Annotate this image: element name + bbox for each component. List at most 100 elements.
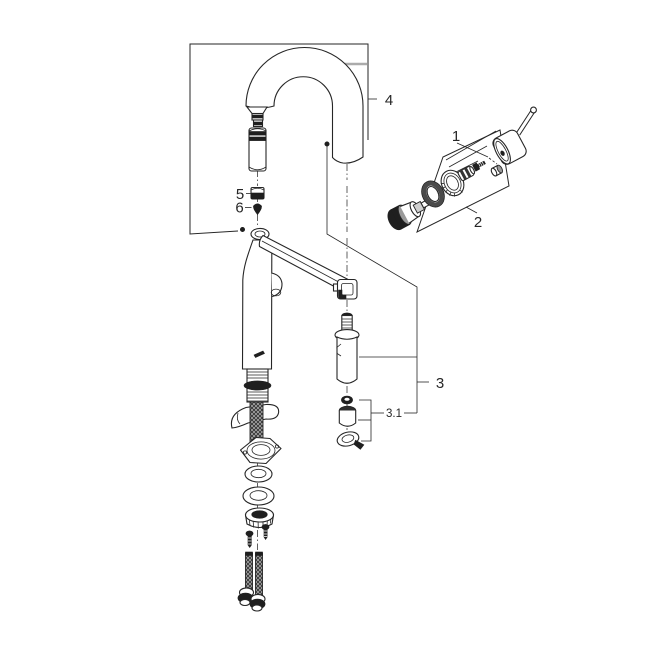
base-flange bbox=[239, 436, 282, 465]
washer-2 bbox=[242, 486, 275, 506]
handle-assembly bbox=[387, 106, 537, 231]
leader-dot-body bbox=[240, 227, 246, 233]
adapter-end bbox=[469, 166, 476, 175]
washer-1-inner bbox=[250, 468, 267, 479]
washer-2-outer bbox=[242, 486, 275, 506]
mounting-bracket-detail bbox=[236, 412, 241, 425]
callout-label-2: 2 bbox=[474, 214, 482, 231]
fixing-screw-right bbox=[261, 524, 270, 541]
supply-hose-right-cap bbox=[255, 551, 263, 556]
ribbed-ring-hole bbox=[446, 175, 459, 191]
mousseur-top-curve bbox=[250, 187, 265, 191]
ribbed-ring bbox=[440, 169, 465, 197]
callout-label-4: 4 bbox=[385, 92, 393, 109]
callout-bracket-3 bbox=[326, 146, 418, 413]
arm-highlight bbox=[261, 240, 349, 288]
spray-head bbox=[248, 127, 267, 172]
dome-cap-ring bbox=[421, 180, 445, 208]
spray-head-oring-2 bbox=[249, 136, 267, 141]
clip-31-inner bbox=[341, 434, 355, 443]
screw-left-threads bbox=[248, 537, 252, 545]
side-port-opening bbox=[270, 288, 282, 297]
washer-2-inner bbox=[249, 490, 268, 501]
lever-tip bbox=[530, 106, 537, 114]
handle-screw bbox=[472, 160, 486, 172]
spout-tube bbox=[245, 47, 364, 164]
washer-1-outer bbox=[244, 465, 273, 483]
dome-cap-hole bbox=[426, 185, 440, 203]
supply-hose-left-braid bbox=[245, 552, 253, 592]
clip-31 bbox=[336, 431, 365, 450]
nut-ribs bbox=[248, 515, 272, 529]
small-parts-5-6 bbox=[250, 186, 265, 215]
flange-notch-left bbox=[242, 450, 247, 455]
nozzle-oring bbox=[252, 114, 263, 119]
stop-ring bbox=[490, 164, 503, 177]
logo-mark bbox=[253, 350, 265, 358]
callout-label-1: 1 bbox=[452, 128, 460, 145]
callout-label-3: 3 bbox=[436, 375, 444, 392]
adapter bbox=[457, 165, 476, 182]
callout-bracket-31 bbox=[359, 399, 372, 442]
spout-outlet-taper bbox=[245, 106, 268, 115]
arm-end-clip bbox=[332, 278, 358, 300]
handle-screw-threads bbox=[478, 161, 484, 167]
clip-31-outer bbox=[336, 431, 360, 447]
callout-fan-1b bbox=[448, 145, 488, 168]
spout-assembly bbox=[245, 47, 364, 172]
handle-body bbox=[492, 129, 527, 165]
handle-face-inner bbox=[495, 140, 509, 162]
hose-weight-assembly bbox=[334, 312, 365, 450]
ribbed-ring-ribs bbox=[440, 183, 463, 197]
supply-hose-right-fitting-end bbox=[251, 604, 263, 612]
handle-dot bbox=[500, 150, 505, 156]
leader-dot-spout bbox=[324, 141, 330, 147]
weight-tip-threads bbox=[342, 318, 352, 332]
clip-notch bbox=[338, 289, 347, 299]
washer-1 bbox=[244, 465, 273, 483]
callout-fan-1a bbox=[445, 130, 497, 161]
supply-hose-left-cap bbox=[245, 551, 253, 556]
spray-head-top-curve bbox=[248, 128, 267, 132]
flange-hole bbox=[251, 444, 271, 456]
part-6-check-valve bbox=[253, 203, 262, 215]
side-port bbox=[271, 272, 283, 298]
screw-left-shaft bbox=[247, 535, 252, 549]
clip-inner bbox=[341, 283, 354, 296]
shank-oring bbox=[243, 380, 272, 391]
flange-ring bbox=[246, 441, 276, 460]
part-5-mousseur bbox=[250, 186, 265, 200]
supply-hose-left bbox=[237, 551, 255, 607]
mousseur-band bbox=[251, 192, 265, 199]
sleeve-31-body bbox=[338, 410, 357, 427]
faucet-body-column bbox=[241, 239, 273, 370]
supply-hose-right bbox=[249, 551, 266, 612]
neck-opening-inner bbox=[254, 230, 266, 238]
clip-outer bbox=[336, 278, 358, 300]
callout-leader-1-dashed bbox=[488, 157, 498, 165]
collar-oring bbox=[253, 121, 263, 126]
lever-handle bbox=[492, 106, 537, 165]
part-31-group bbox=[336, 395, 365, 450]
swivel-arm bbox=[258, 234, 358, 300]
faucet-body-assembly bbox=[230, 227, 283, 612]
mounting-nut bbox=[244, 507, 275, 529]
thread-lines bbox=[247, 371, 268, 402]
supply-hose-left-fitting-end bbox=[239, 598, 251, 607]
oring-31-hole bbox=[344, 397, 350, 401]
dome-cap-band bbox=[422, 181, 444, 207]
clip-31-tail bbox=[353, 439, 365, 450]
adapter-band-1 bbox=[459, 169, 468, 181]
callout-label-31: 3.1 bbox=[386, 408, 402, 420]
weight-hook-detail bbox=[336, 343, 342, 357]
supply-hose-right-braid bbox=[255, 552, 263, 598]
spray-head-oring-1 bbox=[249, 131, 267, 136]
callout-labels: 1 2 3 3.1 4 5 6 bbox=[235, 92, 482, 420]
nut-top-hole bbox=[251, 510, 268, 519]
callout-leader-2 bbox=[465, 206, 478, 214]
callout-label-5: 5 bbox=[236, 186, 244, 203]
fixing-screw-left bbox=[245, 530, 254, 549]
flange-notch-right bbox=[274, 444, 279, 449]
